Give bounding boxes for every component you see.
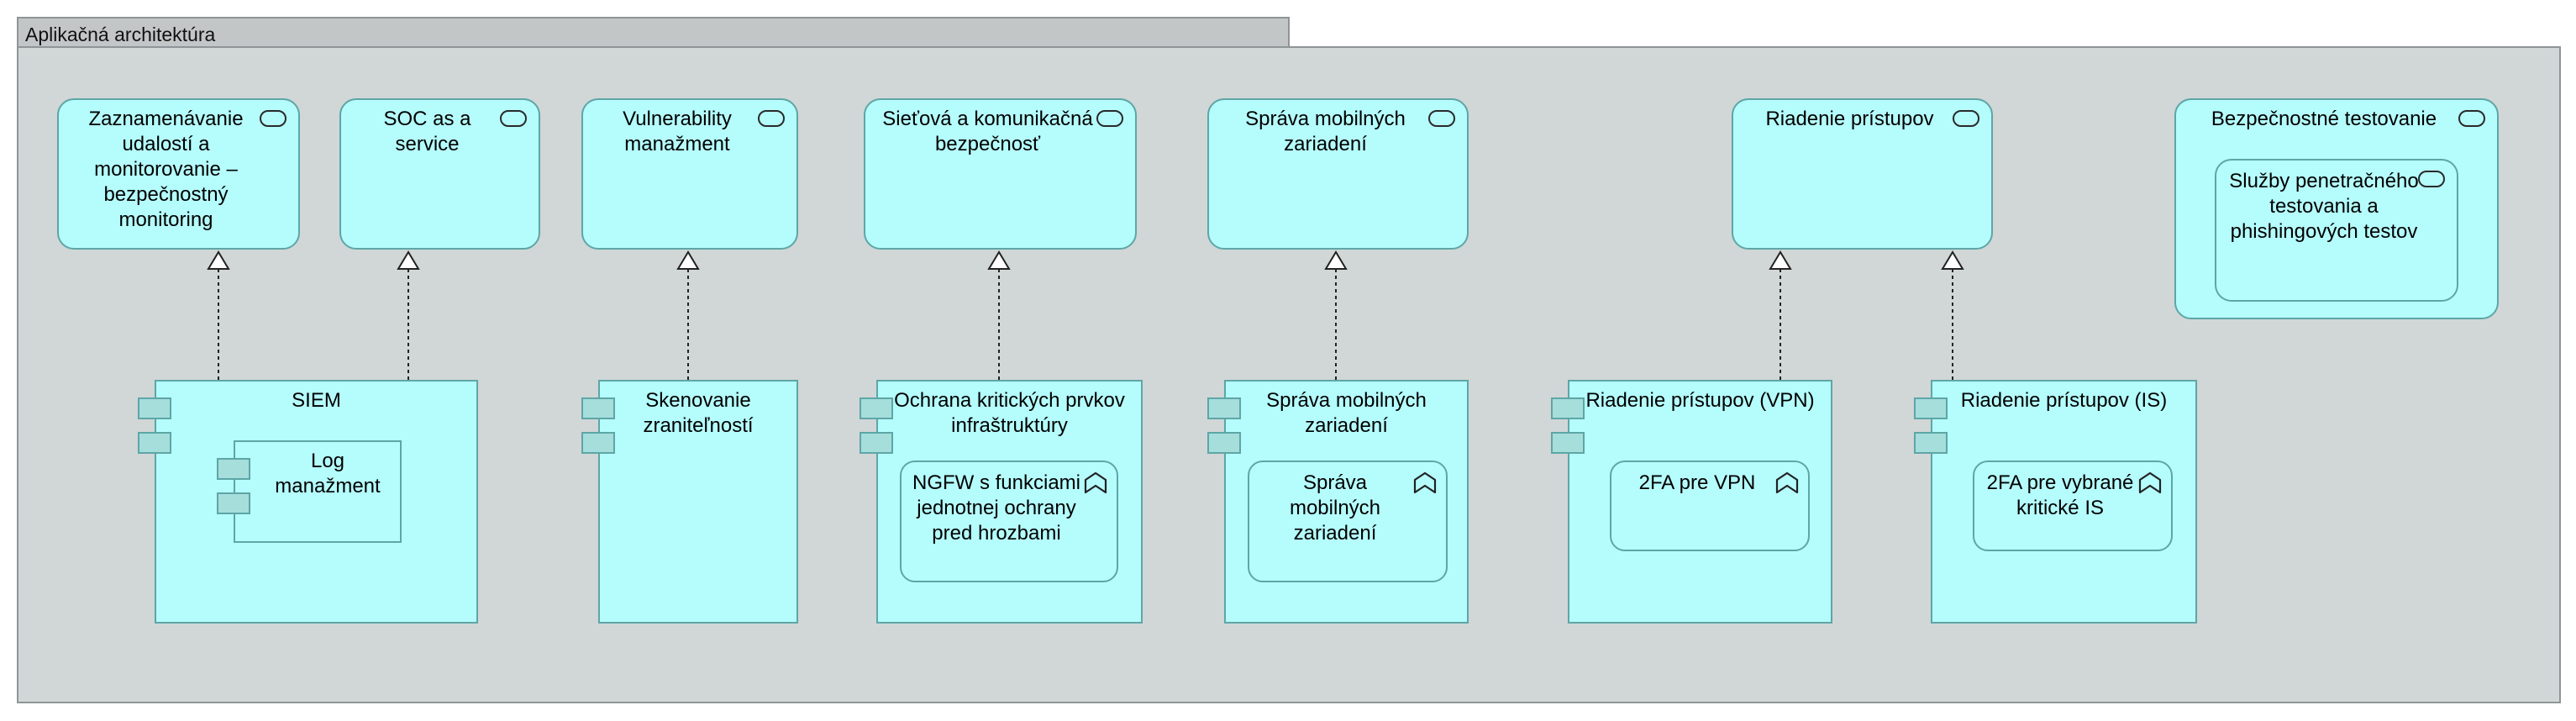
realization-arrowhead (397, 250, 420, 270)
service-icon (758, 110, 785, 127)
component-icon (1207, 432, 1241, 454)
component-label: Ochrana kritických prvkov infraštruktúry (894, 389, 1125, 437)
service-label: Vulnerability manažment (623, 108, 732, 155)
component-label: Riadenie prístupov (IS) (1960, 389, 2168, 412)
component-icon (138, 397, 171, 419)
service-icon (260, 110, 287, 127)
component-label: Správa mobilných zariadení (1266, 389, 1427, 437)
service-access-control[interactable]: Riadenie prístupov (1732, 98, 1993, 250)
service-icon (1953, 110, 1979, 127)
component-label: SIEM (292, 389, 341, 412)
function-mobile-device-management[interactable]: Správa mobilných zariadení (1248, 460, 1448, 582)
component-log-management[interactable]: Log manažment (234, 440, 402, 543)
realization-arrowhead (207, 250, 230, 270)
group-tab: Aplikačná architektúra (17, 17, 1290, 47)
component-icon (860, 432, 893, 454)
function-2fa-critical-is[interactable]: 2FA pre vybrané kritické IS (1973, 460, 2173, 551)
component-icon (1551, 432, 1585, 454)
function-icon (1084, 471, 1107, 494)
realization-arrowhead (1941, 250, 1964, 270)
service-mobile-devices[interactable]: Správa mobilných zariadení (1207, 98, 1469, 250)
component-icon (1551, 397, 1585, 419)
service-icon (1428, 110, 1455, 127)
function-label: NGFW s funkciami jednotnej ochrany pred … (912, 471, 1080, 545)
component-icon (1914, 397, 1948, 419)
function-2fa-vpn[interactable]: 2FA pre VPN (1610, 460, 1810, 551)
function-icon (1775, 471, 1799, 494)
service-soc[interactable]: SOC as a service (339, 98, 540, 250)
component-vulnerability-scanning[interactable]: Skenovanie zraniteľností (598, 380, 798, 624)
realization-arrowhead (987, 250, 1011, 270)
service-penetration-testing[interactable]: Služby penetračného testovania a phishin… (2215, 159, 2458, 302)
service-label: Bezpečnostné testovanie (2211, 108, 2437, 130)
service-icon (2418, 171, 2445, 187)
function-icon (1413, 471, 1437, 494)
service-label: SOC as a service (383, 108, 471, 155)
function-label: 2FA pre VPN (1638, 471, 1756, 494)
function-icon (2138, 471, 2162, 494)
service-vulnerability[interactable]: Vulnerability manažment (581, 98, 798, 250)
service-label: Zaznamenávanie udalostí a monitorovanie … (88, 108, 244, 231)
component-icon (217, 492, 250, 514)
service-logging-monitoring[interactable]: Zaznamenávanie udalostí a monitorovanie … (57, 98, 300, 250)
service-label: Správa mobilných zariadení (1245, 108, 1406, 155)
service-network-security[interactable]: Sieťová a komunikačná bezpečnosť (864, 98, 1137, 250)
realization-arrowhead (1324, 250, 1348, 270)
component-icon (217, 458, 250, 480)
service-icon (500, 110, 527, 127)
component-label: Riadenie prístupov (VPN) (1585, 389, 1815, 412)
group-title: Aplikačná architektúra (25, 24, 216, 45)
component-icon (138, 432, 171, 454)
component-icon (581, 432, 615, 454)
component-label: Log manažment (275, 450, 381, 497)
service-label: Služby penetračného testovania a phishin… (2229, 170, 2419, 243)
function-ngfw[interactable]: NGFW s funkciami jednotnej ochrany pred … (900, 460, 1118, 582)
service-icon (1096, 110, 1123, 127)
realization-arrowhead (1769, 250, 1792, 270)
component-icon (860, 397, 893, 419)
component-icon (1914, 432, 1948, 454)
component-icon (1207, 397, 1241, 419)
function-label: Správa mobilných zariadení (1289, 471, 1381, 545)
service-icon (2458, 110, 2485, 127)
realization-arrowhead (676, 250, 700, 270)
function-label: 2FA pre vybrané kritické IS (1986, 471, 2134, 519)
service-label: Riadenie prístupov (1765, 108, 1934, 130)
service-label: Sieťová a komunikačná bezpečnosť (882, 108, 1093, 155)
component-label: Skenovanie zraniteľností (643, 389, 754, 437)
component-icon (581, 397, 615, 419)
